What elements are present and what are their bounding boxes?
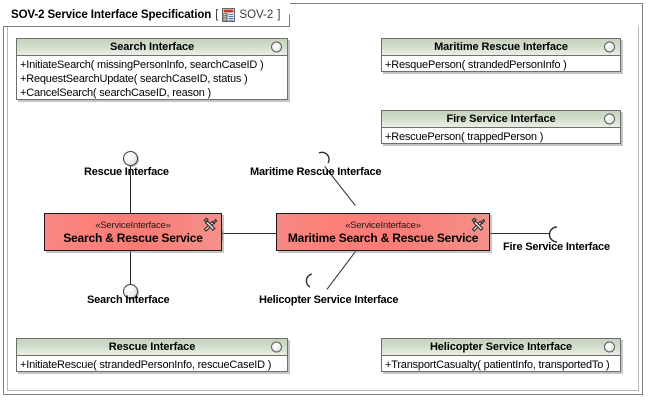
frame-header-tab-shape <box>3 3 290 27</box>
interface-title: Maritime Rescue Interface <box>434 41 568 53</box>
interface-header: Helicopter Service Interface <box>382 339 620 356</box>
interface-operations: +TransportCasualty( patientInfo, transpo… <box>382 356 620 375</box>
provided-interface-ball-icon <box>604 113 615 125</box>
provided-interface-ball-icon <box>604 341 615 353</box>
frame-header-tab: SOV-2 Service Interface Specification [ <box>3 3 290 27</box>
operation-row: +TransportCasualty( patientInfo, transpo… <box>385 359 610 371</box>
service-stereotype: «ServiceInterface» <box>345 219 421 231</box>
provided-interface-ball-icon <box>604 41 615 53</box>
service-name: Maritime Search & Rescue Service <box>287 230 479 245</box>
matrix-document-icon <box>222 8 236 22</box>
interface-header: Maritime Rescue Interface <box>382 39 620 56</box>
operation-row: +RequestSearchUpdate( searchCaseID, stat… <box>20 73 248 85</box>
connector-label-helicopter-service-interface: Helicopter Service Interface <box>259 294 399 306</box>
interface-box-helicopter-service-interface[interactable]: Helicopter Service Interface +TransportC… <box>381 338 621 372</box>
interface-title: Search Interface <box>110 41 194 53</box>
connector-search-interface-stem <box>130 249 131 285</box>
lollipop-search-interface[interactable] <box>123 284 138 299</box>
interface-box-search-interface[interactable]: Search Interface +InitiateSearch( missin… <box>16 38 288 100</box>
socket-helicopter-service-interface[interactable] <box>300 272 316 288</box>
interface-title: Helicopter Service Interface <box>429 341 573 353</box>
interface-header: Search Interface <box>17 39 287 56</box>
operation-row: +InitiateRescue( strandedPersonInfo, res… <box>20 359 272 371</box>
operation-row: +InitiateSearch( missingPersonInfo, sear… <box>20 59 264 71</box>
hammer-and-wrench-icon <box>470 217 486 233</box>
provided-interface-ball-icon <box>271 341 282 353</box>
service-name: Search & Rescue Service <box>63 230 203 245</box>
frame-bracket-close: ] <box>277 9 281 21</box>
interface-operations: +ResquePerson( strandedPersonInfo ) <box>382 56 620 75</box>
interface-header: Rescue Interface <box>17 339 287 356</box>
hammer-and-wrench-icon <box>202 217 218 233</box>
connector-label-fire-service-interface: Fire Service Interface <box>503 241 610 253</box>
connector-rescue-interface-stem <box>130 165 131 217</box>
connector-service-to-service <box>222 233 276 234</box>
operation-row: +ResquePerson( strandedPersonInfo ) <box>385 59 567 71</box>
interface-box-fire-service-interface[interactable]: Fire Service Interface +RescuePerson( tr… <box>381 110 621 144</box>
frame-reference-name: SOV-2 <box>239 9 274 21</box>
page-title: SOV-2 Service Interface Specification <box>11 9 212 21</box>
operation-row: +RescuePerson( trappedPerson ) <box>385 131 544 143</box>
connector-label-search-interface: Search Interface <box>87 294 170 306</box>
connector-label-maritime-rescue-interface: Maritime Rescue Interface <box>250 166 382 178</box>
interface-box-maritime-rescue-interface[interactable]: Maritime Rescue Interface +ResquePerson(… <box>381 38 621 72</box>
interface-title: Fire Service Interface <box>446 113 556 125</box>
interface-header: Fire Service Interface <box>382 111 620 128</box>
provided-interface-ball-icon <box>271 41 282 53</box>
lollipop-rescue-interface[interactable] <box>123 151 138 166</box>
interface-operations: +InitiateSearch( missingPersonInfo, sear… <box>17 56 287 103</box>
connector-label-rescue-interface: Rescue Interface <box>84 166 169 178</box>
service-block-search-and-rescue-service[interactable]: «ServiceInterface» Search & Rescue Servi… <box>44 213 222 251</box>
interface-title: Rescue Interface <box>108 341 196 353</box>
socket-maritime-rescue-interface[interactable] <box>316 150 332 166</box>
service-block-maritime-search-and-rescue-service[interactable]: «ServiceInterface» Maritime Search & Res… <box>276 213 490 251</box>
connector-fire-service-interface-stem <box>490 233 550 234</box>
frame-bracket-open: [ <box>215 9 219 21</box>
interface-operations: +InitiateRescue( strandedPersonInfo, res… <box>17 356 287 375</box>
service-stereotype: «ServiceInterface» <box>95 219 171 231</box>
socket-fire-service-interface[interactable] <box>545 225 561 243</box>
operation-row: +CancelSearch( searchCaseID, reason ) <box>20 87 211 99</box>
interface-operations: +RescuePerson( trappedPerson ) <box>382 128 620 147</box>
interface-box-rescue-interface[interactable]: Rescue Interface +InitiateRescue( strand… <box>16 338 288 372</box>
